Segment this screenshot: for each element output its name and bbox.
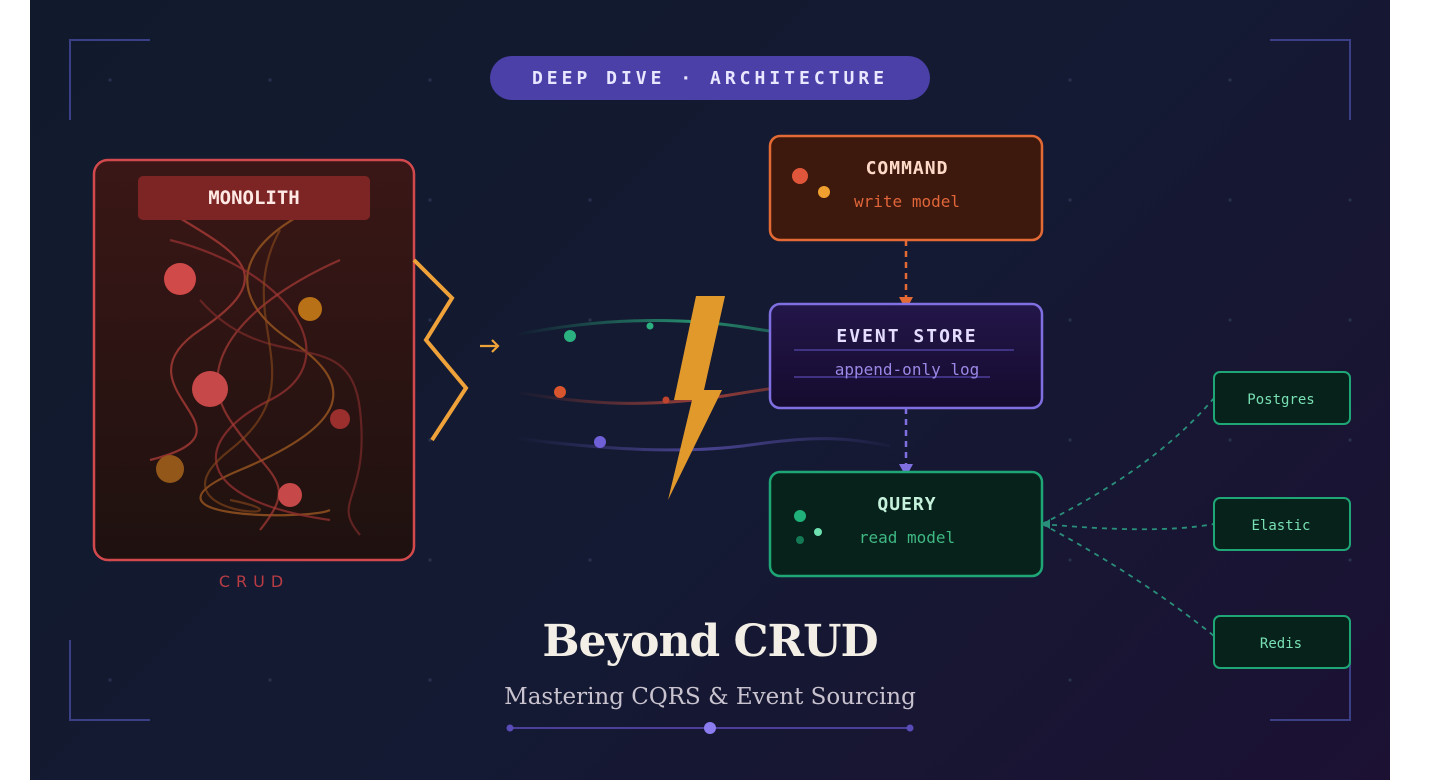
arrowhead-down-icon	[899, 464, 913, 477]
event-store-box	[768, 302, 1044, 410]
subtitle-underline	[506, 722, 914, 734]
event-store-subtitle: append-only log	[834, 360, 980, 379]
log-lines	[794, 349, 1014, 378]
query-subtitle: read model	[858, 528, 956, 547]
command-dot	[792, 168, 808, 184]
corner-brackets	[69, 39, 1351, 721]
command-to-event-arrow	[899, 240, 913, 310]
read-store-connectors	[1041, 397, 1215, 637]
event-store-title: EVENT STORE	[836, 326, 978, 347]
headline-subtitle: Mastering CQRS & Event Sourcing	[504, 684, 916, 710]
section-badge-label: DEEP DIVE · ARCHITECTURE	[531, 67, 889, 89]
fan-origin-arrowhead	[1042, 519, 1050, 529]
monolith-header: MONOLITH	[138, 176, 370, 220]
zigzag-break	[412, 258, 469, 442]
query-title: QUERY	[877, 494, 937, 515]
command-title: COMMAND	[865, 158, 949, 179]
read-store-postgres-box	[1213, 371, 1351, 425]
arrow-right-icon	[480, 339, 500, 353]
query-dot	[794, 510, 806, 522]
event-to-query-arrow	[899, 408, 913, 477]
read-store-redis-label: Redis	[1259, 636, 1303, 652]
lightning-bolt-icon	[668, 296, 725, 500]
section-badge: DEEP DIVE · ARCHITECTURE	[490, 56, 930, 100]
headline-title: Beyond CRUD	[542, 616, 878, 667]
stream-dots	[554, 322, 694, 448]
command-box	[768, 134, 1044, 242]
query-dot	[814, 528, 822, 536]
read-store-elastic-box	[1213, 497, 1351, 551]
read-store-postgres-label: Postgres	[1247, 392, 1315, 408]
read-store-elastic-label: Elastic	[1251, 518, 1311, 534]
diagram-canvas: DEEP DIVE · ARCHITECTURE MONOLITH CRUD C…	[30, 0, 1390, 780]
command-dot	[818, 186, 830, 198]
tangled-lines	[149, 199, 363, 536]
query-box	[768, 470, 1044, 578]
read-store-redis-box	[1213, 615, 1351, 669]
monolith-caption: CRUD	[218, 572, 290, 591]
monolith-title: MONOLITH	[208, 187, 300, 209]
query-dot	[796, 536, 804, 544]
diagram-graphics	[69, 39, 1352, 734]
monolith-nodes	[156, 263, 350, 507]
command-subtitle: write model	[854, 192, 960, 211]
